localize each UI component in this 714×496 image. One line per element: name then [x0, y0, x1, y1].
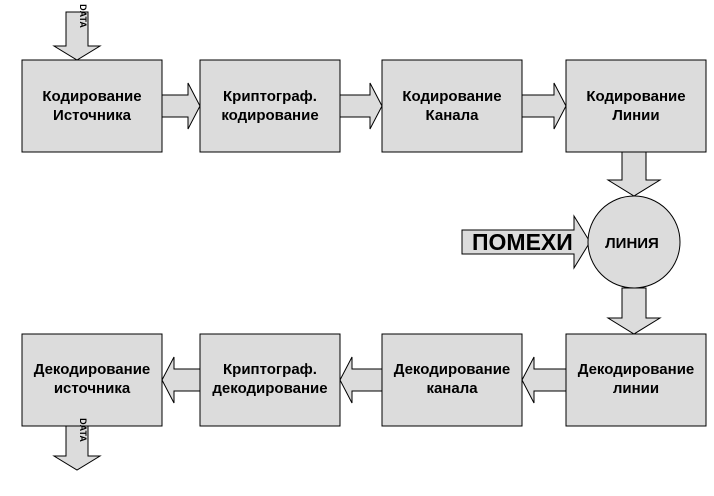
source-coding-line1: Кодирование — [42, 88, 141, 105]
encode-row: Кодирование Источника Криптограф. кодиро… — [21, 59, 707, 153]
crypto-decoding-block: Криптограф. декодирование — [199, 333, 341, 427]
output-arrow-shape — [52, 425, 102, 471]
decode-row: Декодирование источника Криптограф. деко… — [21, 333, 707, 427]
input-arrow-label: DATA — [78, 4, 88, 28]
source-coding-line2: Источника — [53, 107, 132, 124]
crypto-decoding-line2: декодирование — [212, 380, 327, 397]
noise-label: ПОМЕХИ — [472, 229, 573, 255]
line-coding-line1: Кодирование — [586, 88, 685, 105]
input-arrow-shape — [52, 11, 102, 61]
channel-coding-line2: Канала — [426, 107, 480, 124]
output-data-arrow: DATA — [52, 418, 102, 471]
arrow-right-3 — [521, 82, 567, 130]
channel-decoding-line2: канала — [426, 380, 478, 397]
channel-coding-block: Кодирование Канала — [381, 59, 523, 153]
source-decoding-line1: Декодирование — [34, 361, 151, 378]
arrow-left-1 — [521, 356, 567, 404]
arrow-down-to-channel — [606, 151, 662, 197]
source-coding-block: Кодирование Источника — [21, 59, 163, 153]
crypto-coding-line1: Криптограф. — [223, 88, 317, 105]
arrow-right-1 — [161, 82, 201, 130]
noise-arrow-shape — [461, 214, 591, 270]
channel-coding-line1: Кодирование — [402, 88, 501, 105]
channel-node: ЛИНИЯ — [587, 195, 681, 289]
channel-decoding-block: Декодирование канала — [381, 333, 523, 427]
crypto-coding-line2: кодирование — [221, 107, 318, 124]
line-decoding-block: Декодирование линии — [565, 333, 707, 427]
line-decoding-line1: Декодирование — [578, 361, 695, 378]
arrow-left-2 — [339, 356, 383, 404]
crypto-decoding-line1: Криптограф. — [223, 361, 317, 378]
channel-decoding-line1: Декодирование — [394, 361, 511, 378]
line-coding-block: Кодирование Линии — [565, 59, 707, 153]
line-decoding-line2: линии — [613, 380, 659, 397]
source-decoding-line2: источника — [54, 380, 131, 397]
line-coding-line2: Линии — [612, 107, 659, 124]
channel-label: ЛИНИЯ — [605, 235, 659, 252]
noise-input: ПОМЕХИ — [461, 214, 591, 270]
arrow-down-to-decoder — [606, 287, 662, 335]
arrow-left-3 — [161, 356, 201, 404]
output-arrow-label: DATA — [78, 418, 88, 442]
source-decoding-block: Декодирование источника — [21, 333, 163, 427]
input-data-arrow: DATA — [52, 4, 102, 61]
crypto-coding-block: Криптограф. кодирование — [199, 59, 341, 153]
arrow-right-2 — [339, 82, 383, 130]
